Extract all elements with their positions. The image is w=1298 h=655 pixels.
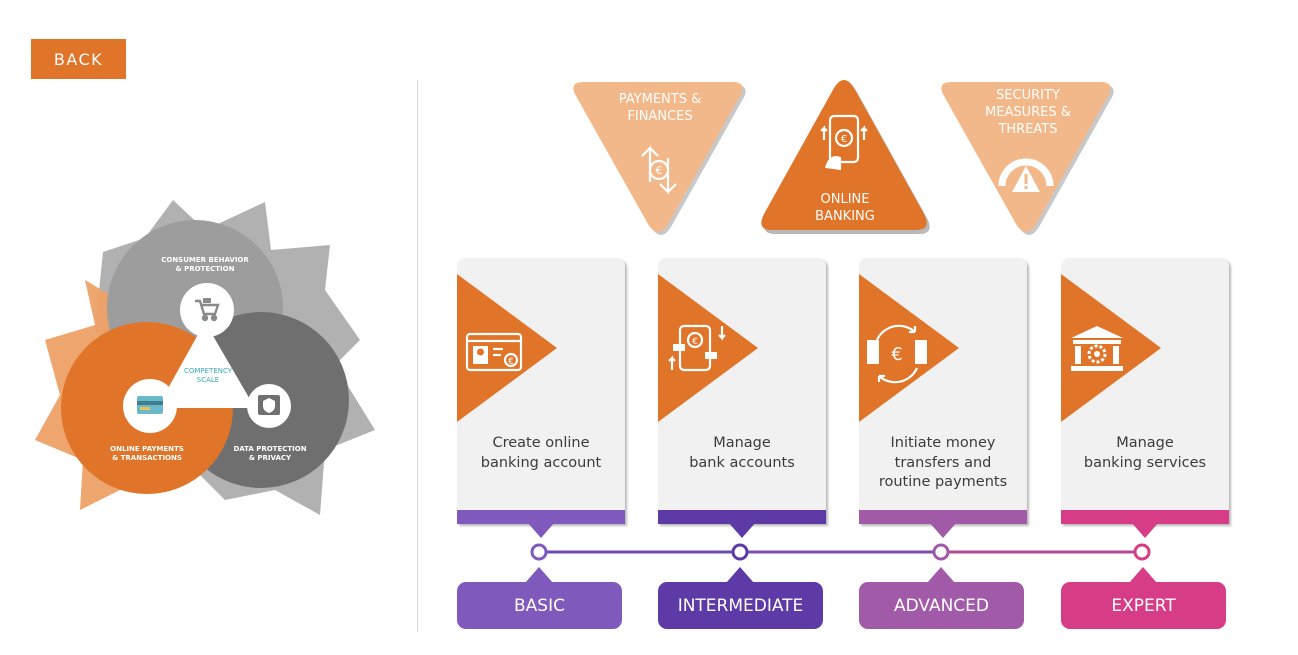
level-label: INTERMEDIATE xyxy=(677,595,804,616)
card-money-transfers[interactable]: € Initiate money transfers and routine p… xyxy=(859,258,1027,538)
svg-text:€: € xyxy=(692,337,698,347)
card-level-bar xyxy=(658,510,826,524)
wheel-label-payments: ONLINE PAYMENTS & TRANSACTIONS xyxy=(110,445,184,462)
timeline-node-advanced xyxy=(932,543,950,561)
level-label: EXPERT xyxy=(1111,595,1176,616)
svg-text:€: € xyxy=(508,357,514,367)
card-text: Create online banking account xyxy=(480,435,602,471)
level-basic[interactable]: BASIC xyxy=(457,567,622,629)
card-level-bar xyxy=(1061,510,1229,524)
bank-building-icon xyxy=(1071,326,1123,371)
card-text: Manage banking services xyxy=(1083,435,1207,471)
timeline-node-intermediate xyxy=(731,543,749,561)
level-intermediate[interactable]: INTERMEDIATE xyxy=(658,567,823,629)
card-text: Manage bank accounts xyxy=(689,435,795,471)
card-level-bar xyxy=(457,510,625,524)
competency-wheel-graphic xyxy=(35,200,375,515)
level-advanced[interactable]: ADVANCED xyxy=(859,567,1024,629)
card-manage-accounts[interactable]: € Manage bank accounts xyxy=(658,258,826,538)
card-create-account[interactable]: € Create online banking account xyxy=(457,258,625,538)
level-label: BASIC xyxy=(514,595,565,616)
topic-label: PAYMENTS & FINANCES xyxy=(618,92,702,124)
card-level-bar xyxy=(859,510,1027,524)
shopping-cart-icon xyxy=(180,283,234,337)
svg-text:€: € xyxy=(841,134,847,145)
topic-label: ONLINE BANKING xyxy=(815,192,875,224)
svg-text:€: € xyxy=(656,164,663,177)
timeline-node-basic xyxy=(530,543,548,561)
wheel-label-consumer: CONSUMER BEHAVIOR & PROTECTION xyxy=(161,256,249,273)
card-pointer xyxy=(929,522,957,538)
card-pointer xyxy=(527,522,555,538)
mobile-banking-icon: € xyxy=(820,114,868,170)
level-expert[interactable]: EXPERT xyxy=(1061,567,1226,629)
euro-exchange-icon: € xyxy=(641,145,677,195)
wheel-center-label: COMPETENCY SCALE xyxy=(183,367,233,384)
divider xyxy=(417,80,418,632)
topic-label: SECURITY MEASURES & THREATS xyxy=(985,88,1071,137)
warning-gauge-icon xyxy=(998,158,1054,192)
timeline-node-expert xyxy=(1133,543,1151,561)
wheel-label-data: DATA PROTECTION & PRIVACY xyxy=(233,445,307,462)
id-card-euro-icon: € xyxy=(465,332,523,372)
wheel-center-triangle xyxy=(157,322,255,408)
card-text: Initiate money transfers and routine pay… xyxy=(878,435,1008,490)
svg-text:€: € xyxy=(891,344,902,365)
level-label: ADVANCED xyxy=(893,595,989,616)
back-button[interactable]: BACK xyxy=(31,39,126,79)
card-pointer xyxy=(728,522,756,538)
money-cycle-icon: € xyxy=(867,324,927,384)
card-banking-services[interactable]: Manage banking services xyxy=(1061,258,1229,538)
phone-transfer-icon: € xyxy=(668,324,726,372)
card-pointer xyxy=(1131,522,1159,538)
